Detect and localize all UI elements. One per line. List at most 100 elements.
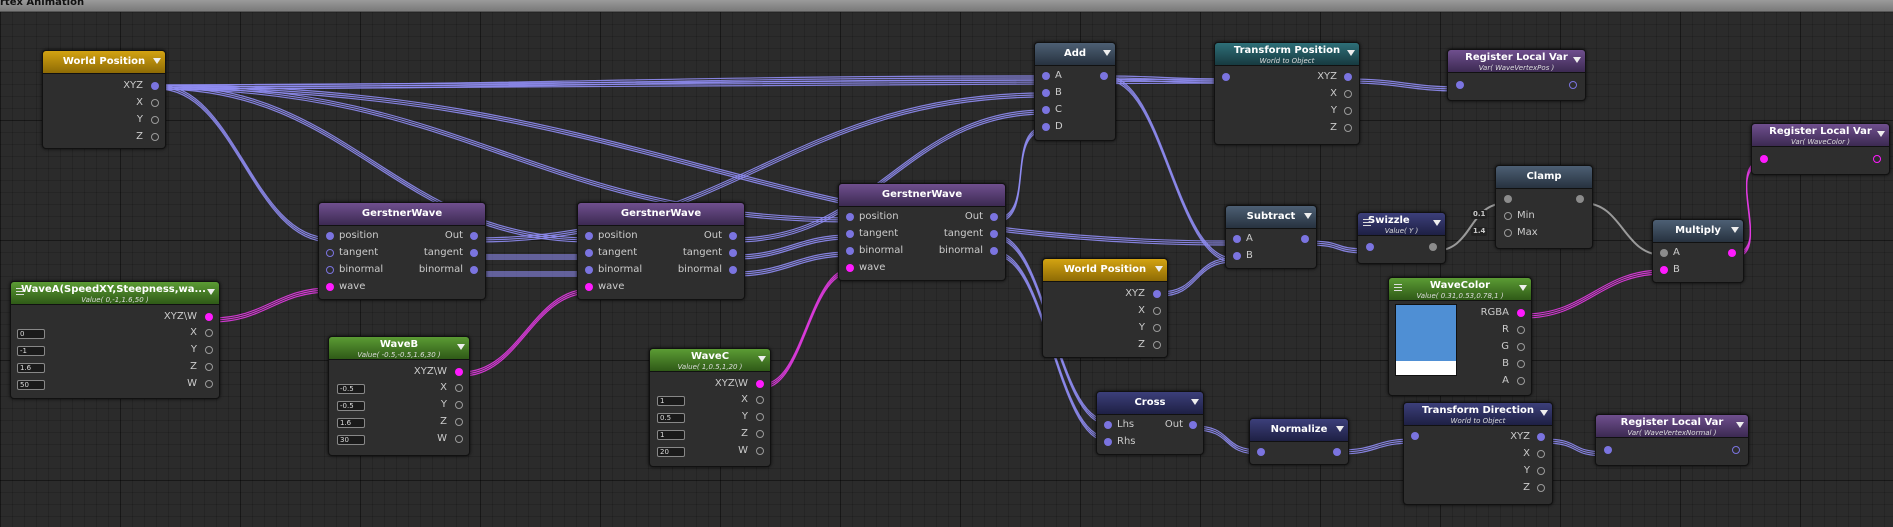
- node-header[interactable]: Normalize: [1250, 419, 1348, 442]
- swizzle-node[interactable]: Swizzle Value( Y ): [1357, 212, 1446, 264]
- wire-worldpos-gw1-position[interactable]: [157, 84, 331, 243]
- output-port-tangent[interactable]: [470, 249, 478, 257]
- node-header[interactable]: WaveC Value( 1,0.5,1,20 ): [650, 349, 770, 372]
- output-port[interactable]: [1100, 72, 1108, 80]
- value-input-y[interactable]: 0.5: [657, 413, 685, 423]
- input-port-b[interactable]: [1660, 266, 1668, 274]
- output-port-binormal[interactable]: [470, 266, 478, 274]
- wave-a-node[interactable]: WaveA(SpeedXY,Steepness,wa... Value( 0,-…: [10, 281, 220, 399]
- output-port-binormal[interactable]: [990, 247, 998, 255]
- wire-wavea-gw1-wave[interactable]: [211, 287, 331, 323]
- output-port-w[interactable]: [756, 447, 764, 455]
- node-header[interactable]: Transform Direction World to Object: [1404, 403, 1552, 426]
- value-input-z[interactable]: 1.6: [17, 363, 45, 373]
- node-header[interactable]: World Position: [1043, 259, 1167, 282]
- menu-icon[interactable]: [16, 288, 24, 289]
- output-port-y[interactable]: [205, 346, 213, 354]
- output-port[interactable]: [1569, 81, 1577, 89]
- input-port-tangent[interactable]: [326, 249, 334, 257]
- value-input-y[interactable]: -0.5: [337, 401, 365, 411]
- dropdown-arrow-icon[interactable]: [153, 58, 161, 64]
- output-port-xyzw[interactable]: [455, 368, 463, 376]
- output-port-out[interactable]: [990, 213, 998, 221]
- input-port-a[interactable]: [1660, 249, 1668, 257]
- output-port-z[interactable]: [151, 133, 159, 141]
- output-port-x[interactable]: [151, 99, 159, 107]
- add-node[interactable]: Add A B C D: [1034, 42, 1116, 141]
- input-port[interactable]: [1257, 448, 1265, 456]
- wire-gw2-tangent-gw3[interactable]: [734, 234, 851, 260]
- dropdown-arrow-icon[interactable]: [1540, 410, 1548, 416]
- subtract-node[interactable]: Subtract A B: [1225, 205, 1317, 269]
- dropdown-arrow-icon[interactable]: [1347, 50, 1355, 56]
- input-port-wave[interactable]: [846, 264, 854, 272]
- node-header[interactable]: Subtract: [1226, 206, 1316, 229]
- node-header[interactable]: Register Local Var Var( WaveColor ): [1752, 124, 1889, 147]
- input-port[interactable]: [1604, 446, 1612, 454]
- output-port-tangent[interactable]: [990, 230, 998, 238]
- output-port-x[interactable]: [1153, 307, 1161, 315]
- output-port-g[interactable]: [1517, 343, 1525, 351]
- menu-icon[interactable]: [1363, 219, 1371, 220]
- output-port-y[interactable]: [1537, 467, 1545, 475]
- wire-worldpos-gw2-position[interactable]: [157, 84, 591, 243]
- wire-add-transformpos[interactable]: [1105, 75, 1224, 84]
- input-port[interactable]: [1456, 81, 1464, 89]
- min-value-chip[interactable]: 0.1: [1471, 210, 1488, 219]
- node-header[interactable]: GerstnerWave: [839, 184, 1005, 207]
- node-header[interactable]: Register Local Var Var( WaveVertexPos ): [1448, 50, 1585, 73]
- max-value-chip[interactable]: 1.4: [1471, 227, 1488, 236]
- dropdown-arrow-icon[interactable]: [1336, 426, 1344, 432]
- wave-color-node[interactable]: WaveColor Value( 0.31,0.53,0.78,1 ) RGBA…: [1388, 277, 1532, 396]
- output-port-z[interactable]: [1344, 124, 1352, 132]
- dropdown-arrow-icon[interactable]: [1736, 422, 1744, 428]
- output-port[interactable]: [1429, 243, 1437, 251]
- output-port-xyz[interactable]: [1153, 290, 1161, 298]
- menu-icon[interactable]: [1394, 284, 1402, 285]
- value-input-y[interactable]: -1: [17, 346, 45, 356]
- output-port[interactable]: [1576, 195, 1584, 203]
- output-port-b[interactable]: [1517, 360, 1525, 368]
- input-port-lhs[interactable]: [1104, 421, 1112, 429]
- node-header[interactable]: Swizzle Value( Y ): [1358, 213, 1445, 236]
- output-port-a[interactable]: [1517, 377, 1525, 385]
- input-port-min[interactable]: [1504, 212, 1512, 220]
- dropdown-arrow-icon[interactable]: [1877, 131, 1885, 137]
- world-position-node-2[interactable]: World Position XYZ X Y Z: [1042, 258, 1168, 358]
- node-header[interactable]: WaveA(SpeedXY,Steepness,wa... Value( 0,-…: [11, 282, 219, 305]
- normalize-node[interactable]: Normalize: [1249, 418, 1349, 465]
- input-port-binormal[interactable]: [326, 266, 334, 274]
- dropdown-arrow-icon[interactable]: [1155, 266, 1163, 272]
- output-port-y[interactable]: [1153, 324, 1161, 332]
- node-header[interactable]: GerstnerWave: [319, 203, 485, 226]
- wire-clamp-multiply-a[interactable]: [1582, 202, 1664, 256]
- wire-add-subtract-b[interactable]: [1105, 75, 1234, 263]
- output-port-z[interactable]: [756, 430, 764, 438]
- dropdown-arrow-icon[interactable]: [1519, 285, 1527, 291]
- dropdown-arrow-icon[interactable]: [207, 289, 215, 295]
- output-port-w[interactable]: [455, 435, 463, 443]
- node-header[interactable]: WaveB Value( -0.5,-0.5,1.6,30 ): [329, 337, 469, 360]
- input-port-rhs[interactable]: [1104, 438, 1112, 446]
- wire-worldpos-subtract-a[interactable]: [157, 84, 1234, 246]
- output-port-x[interactable]: [455, 384, 463, 392]
- wire-gw3-out-add-d[interactable]: [995, 126, 1046, 223]
- register-local-var-node-2[interactable]: Register Local Var Var( WaveColor ): [1751, 123, 1890, 175]
- value-input-x[interactable]: 0: [17, 329, 45, 339]
- dropdown-arrow-icon[interactable]: [1103, 50, 1111, 56]
- output-port-y[interactable]: [756, 413, 764, 421]
- wire-gw1-out-add-b[interactable]: [475, 92, 1046, 243]
- output-port[interactable]: [1873, 155, 1881, 163]
- input-port[interactable]: [1411, 432, 1419, 440]
- wire-gw1-tangent-gw2[interactable]: [475, 254, 590, 260]
- wire-worldpos2-subtract-b[interactable]: [1159, 257, 1234, 297]
- output-port-out[interactable]: [470, 232, 478, 240]
- output-port[interactable]: [1333, 448, 1341, 456]
- value-input-w[interactable]: 50: [17, 380, 45, 390]
- register-local-var-node-1[interactable]: Register Local Var Var( WaveVertexPos ): [1447, 49, 1586, 101]
- transform-direction-node[interactable]: Transform Direction World to Object XYZ …: [1403, 402, 1553, 505]
- register-local-var-node-3[interactable]: Register Local Var Var( WaveVertexNormal…: [1595, 414, 1749, 466]
- output-port[interactable]: [1728, 249, 1736, 257]
- output-port-x[interactable]: [1537, 450, 1545, 458]
- value-input-z[interactable]: 1: [657, 430, 685, 440]
